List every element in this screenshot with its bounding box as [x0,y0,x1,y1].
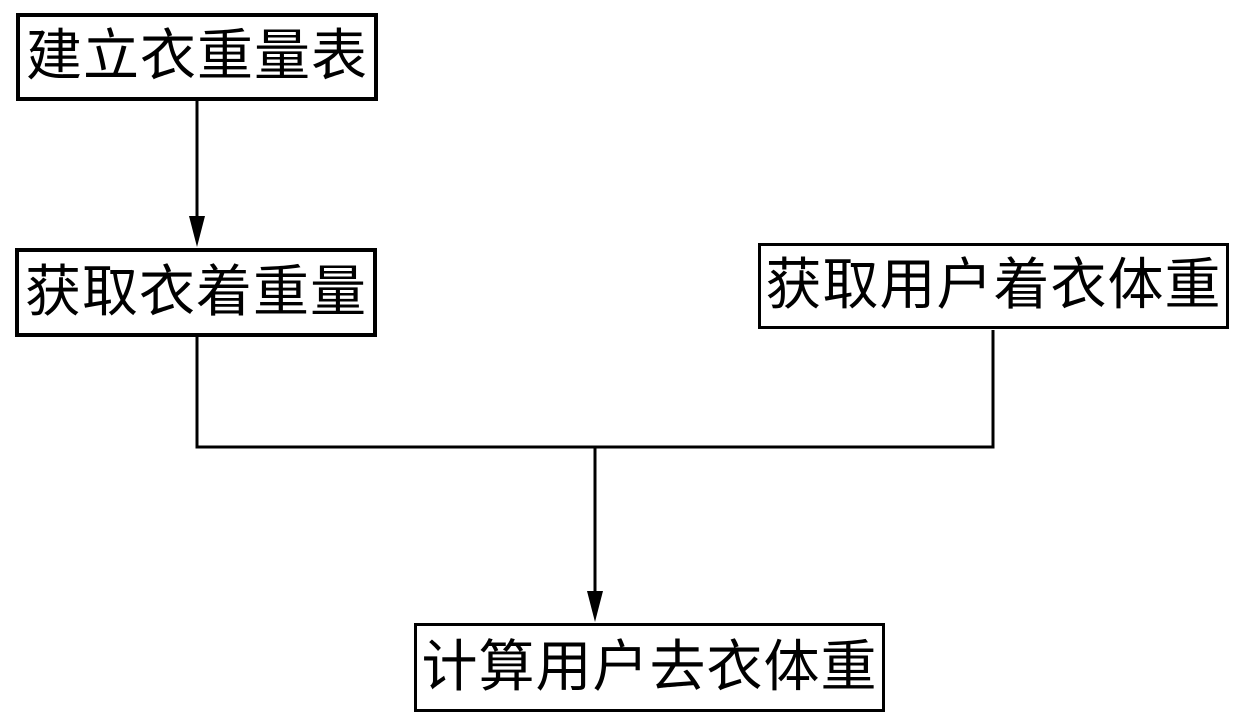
flow-box-establish-clothing-weight-table: 建立衣重量表 [16,13,378,101]
arrow-establish-to-get-weight [189,101,205,247]
flow-box-get-user-clothed-weight: 获取用户着衣体重 [758,243,1229,329]
flow-box-label: 计算用户去衣体重 [421,636,878,699]
arrow-join-to-calculate [587,447,603,622]
elbow-join-lines [195,330,995,449]
flow-box-calculate-user-unclothed-weight: 计算用户去衣体重 [414,623,885,712]
flow-box-label: 建立衣重量表 [26,26,368,88]
flow-box-label: 获取衣着重量 [25,261,367,324]
flow-box-label: 获取用户着衣体重 [765,255,1222,317]
flow-box-get-clothing-weight: 获取衣着重量 [15,248,377,337]
